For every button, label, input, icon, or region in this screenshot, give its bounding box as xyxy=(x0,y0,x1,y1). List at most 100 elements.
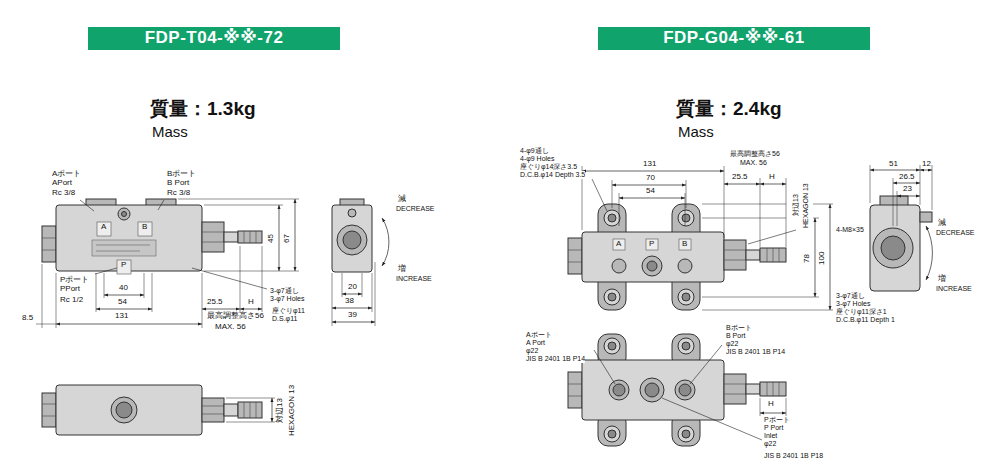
t04-front-dimensions-part xyxy=(96,309,152,310)
port-label: Pポート xyxy=(60,276,89,285)
t04-front-view-part xyxy=(250,231,251,243)
port-label: B Port xyxy=(726,332,745,340)
g04-front-dimensions-part xyxy=(748,230,796,244)
g04-front-view-part xyxy=(678,289,694,305)
note-label: 4-φ9通し xyxy=(520,147,549,155)
g04-front-view-part xyxy=(682,293,690,301)
port-mark: A xyxy=(616,240,621,249)
t04-side-view-part xyxy=(337,225,367,255)
port-label: B Port xyxy=(167,179,189,188)
note-label: 座ぐりφ11 xyxy=(272,307,305,315)
g04-front-view-part xyxy=(646,239,658,250)
dimension-label: 39 xyxy=(348,311,357,320)
t04-side-view-part xyxy=(332,205,372,272)
g04-bottom-view-part xyxy=(662,398,762,440)
mass-label: Mass xyxy=(678,124,714,141)
model-header-band: FDP-T04-※※-72 xyxy=(88,27,340,50)
g04-side-view-part xyxy=(932,165,933,210)
port-label: Pポート xyxy=(764,416,790,424)
t04-bottom-view-part xyxy=(202,414,224,415)
g04-front-view xyxy=(568,204,786,310)
g04-front-view-part xyxy=(604,210,620,226)
dimension-label: 131 xyxy=(643,160,656,169)
port-label: Bポート xyxy=(726,324,752,332)
t04-front-view-part xyxy=(244,231,245,243)
port-mark: B xyxy=(682,240,687,249)
t04-side-view-part xyxy=(342,273,343,297)
note-label: 座ぐりφ11深さ1 xyxy=(836,308,887,316)
model-code: FDP-T04-※※-72 xyxy=(145,29,284,48)
direction-label: 増 xyxy=(398,265,406,274)
t04-front-view-part xyxy=(96,245,150,246)
hexagon-label: 対辺13 xyxy=(792,194,800,216)
dimension-label: 54 xyxy=(118,298,127,307)
g04-front-dimensions-part xyxy=(686,180,687,208)
t04-front-view-part xyxy=(92,240,156,256)
g04-bottom-view-part xyxy=(645,383,659,397)
g04-side-view-part xyxy=(873,228,913,268)
t04-side-view-part xyxy=(372,273,373,312)
dimension-label: 45 xyxy=(267,234,276,243)
t04-front-view-part xyxy=(224,232,238,242)
g04-bottom-view-part xyxy=(767,382,768,396)
t04-front-dimensions-part xyxy=(192,268,267,289)
dimension-label: 78 xyxy=(803,254,812,263)
t04-bottom-view-part xyxy=(56,385,202,435)
g04-bottom-view-part xyxy=(760,413,786,414)
dimension-label: H xyxy=(769,173,775,182)
t04-front-view-part xyxy=(42,226,56,262)
dimension-label: 最高調整高さ56 xyxy=(207,312,264,321)
direction-label: INCREASE xyxy=(396,275,432,283)
t04-front-dimensions-part xyxy=(152,273,153,312)
t04-side-view-part xyxy=(375,262,376,326)
port-label: A Port xyxy=(526,339,545,347)
port-label: φ22 xyxy=(726,340,738,348)
t04-front-dimensions-part xyxy=(178,199,299,200)
note-label: 4-φ9 Holes xyxy=(520,155,555,163)
t04-front-dimensions-part xyxy=(295,199,296,271)
g04-front-view-part xyxy=(724,260,746,261)
g04-bottom-view-part xyxy=(594,350,615,384)
note-label: D.C.B.φ14 Depth 3.5 xyxy=(520,171,585,179)
port-label: Rc 3/8 xyxy=(52,189,75,198)
port-label: Aポート xyxy=(52,170,81,179)
t04-front-dimensions-part xyxy=(36,324,56,325)
g04-bottom-view-part xyxy=(604,426,620,442)
dimension-label: 40 xyxy=(119,284,128,293)
g04-front-view-part xyxy=(608,293,616,301)
dimension-label: H xyxy=(768,400,774,409)
t04-front-dimensions-part xyxy=(80,200,94,211)
g04-front-dimensions-part xyxy=(702,297,819,298)
t04-front-view-part xyxy=(256,231,257,243)
g04-front-dimensions-part xyxy=(702,218,786,219)
t04-front-dimensions-part xyxy=(279,205,280,271)
mass-label: 質量：2.4kg xyxy=(676,99,782,120)
g04-bottom-view-part xyxy=(609,380,629,400)
dimension-label: H xyxy=(248,298,254,307)
dimension-label: 54 xyxy=(646,187,655,196)
note-label: 3-φ7 Holes xyxy=(270,295,305,303)
note-label: 3-φ7通し xyxy=(270,287,299,295)
direction-label: DECREASE xyxy=(936,229,975,237)
g04-bottom-view-part xyxy=(640,378,664,402)
port-label: PPort xyxy=(60,285,80,294)
t04-bottom-view-part xyxy=(272,398,273,422)
g04-bottom-view-part xyxy=(760,382,786,396)
dimension-label: 51 xyxy=(889,160,898,169)
hexagon-label: HEXAGON 13 xyxy=(802,183,810,228)
t04-front-dimensions-part xyxy=(240,309,262,310)
t04-bottom-view-part xyxy=(116,402,132,418)
g04-side-view-part xyxy=(920,170,932,171)
g04-side-view-part xyxy=(893,183,920,184)
t04-front-view-part xyxy=(97,222,111,236)
dimension-label: MAX. 56 xyxy=(740,159,767,167)
dimension-label: 12 xyxy=(922,160,931,169)
t04-front-view-part xyxy=(42,250,56,251)
g04-bottom-view-part xyxy=(608,430,616,438)
g04-front-view-part xyxy=(613,239,625,250)
t04-front-dimensions-part xyxy=(204,271,299,272)
t04-front-dimensions-part xyxy=(56,273,57,328)
g04-bottom-view-part xyxy=(582,360,724,420)
t04-front-view-part xyxy=(118,208,130,220)
